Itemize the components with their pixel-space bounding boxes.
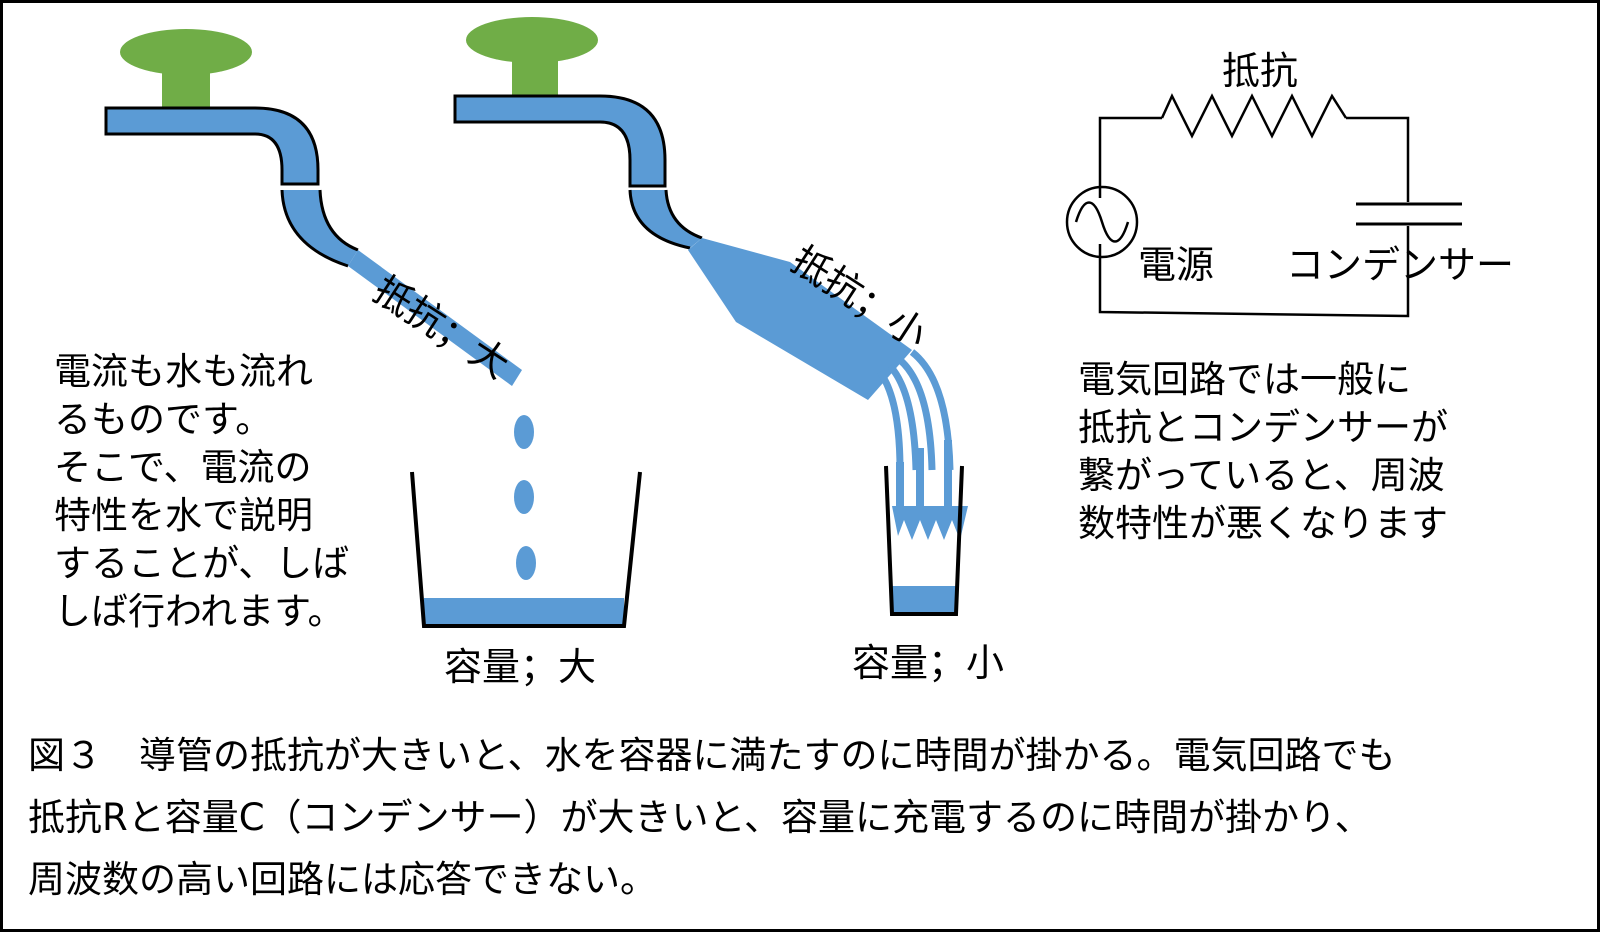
right-container-label: 容量；小 bbox=[852, 641, 1005, 685]
source-label: 電源 bbox=[1138, 243, 1215, 287]
water-drop bbox=[514, 480, 534, 514]
right-wide-pipe bbox=[688, 238, 912, 400]
figure-caption: 図３ 導管の抵抗が大きいと、水を容器に満たすのに時間が掛かる。電気回路でも 抵抗… bbox=[28, 725, 1588, 911]
right-spout-bend bbox=[453, 94, 667, 188]
right-spout-lower bbox=[630, 190, 702, 248]
resistor-symbol bbox=[1160, 93, 1348, 139]
resistor-label: 抵抗 bbox=[1222, 49, 1299, 93]
water-drop bbox=[514, 415, 534, 449]
caption-line: 周波数の高い回路には応答できない。 bbox=[28, 858, 657, 901]
left-handle bbox=[120, 29, 252, 75]
right-container bbox=[884, 465, 964, 616]
capacitor-label: コンデンサー bbox=[1286, 243, 1515, 287]
left-narrow-pipe bbox=[348, 250, 522, 386]
water-drop bbox=[516, 546, 536, 580]
circuit-diagram bbox=[1065, 93, 1462, 318]
right-handle-stem bbox=[512, 56, 558, 98]
left-handle-stem bbox=[162, 68, 210, 110]
circuit-wire bbox=[1098, 116, 1162, 198]
caption-line: 図３ 導管の抵抗が大きいと、水を容器に満たすのに時間が掛かる。電気回路でも bbox=[28, 734, 1396, 777]
left-spout-lower bbox=[282, 190, 358, 266]
left-container-water bbox=[424, 598, 624, 625]
left-explanation: 電流も水も流れ るものです。 そこで、電流の 特性を水で説明 することが、しば … bbox=[54, 350, 350, 633]
circuit-wire bbox=[1346, 116, 1410, 202]
caption-line: 抵抗Rと容量C（コンデンサー）が大きいと、容量に充電するのに時間が掛かり、 bbox=[28, 796, 1372, 839]
right-explanation: 電気回路では一般に 抵抗とコンデンサーが 繋がっていると、周波 数特性が悪くなり… bbox=[1078, 358, 1448, 545]
right-container-water bbox=[892, 586, 956, 612]
left-container bbox=[410, 471, 642, 628]
left-spout-bend bbox=[104, 106, 320, 186]
left-container-label: 容量；大 bbox=[444, 645, 597, 689]
water-streams bbox=[877, 349, 954, 471]
right-faucet bbox=[453, 17, 968, 616]
sine-wave-icon bbox=[1074, 201, 1130, 243]
right-handle bbox=[466, 17, 598, 63]
water-streams-arrows bbox=[892, 440, 968, 540]
circuit-wire bbox=[1098, 226, 1410, 318]
left-faucet bbox=[104, 29, 642, 628]
ac-source-icon bbox=[1065, 185, 1139, 259]
